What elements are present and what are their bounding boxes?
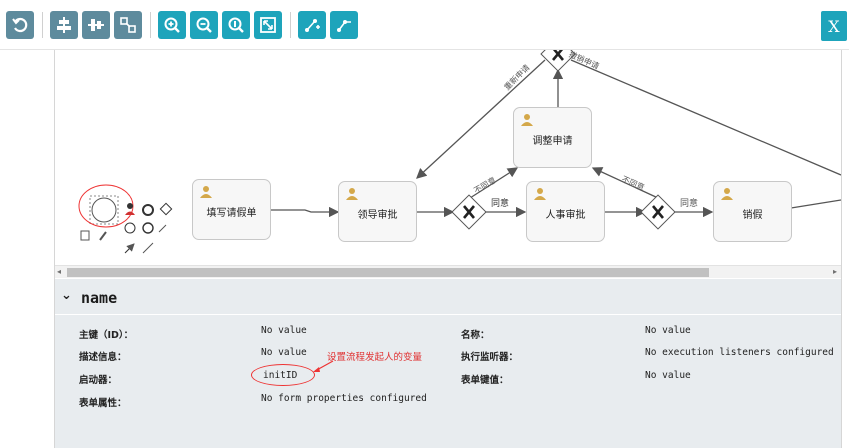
diagram-canvas[interactable]: 重新申请 撤销申请 不同意 同意 不同意 同意 填写请假单 领导审批 调整申请 … bbox=[55, 50, 841, 265]
annotation-link-icon[interactable] bbox=[158, 224, 167, 233]
zoom-out-button[interactable] bbox=[190, 11, 218, 39]
align-horizontal-button[interactable] bbox=[50, 11, 78, 39]
undo-icon bbox=[12, 17, 28, 33]
prop-value-formkey[interactable]: No value bbox=[645, 370, 691, 381]
gateway-icon[interactable] bbox=[159, 202, 173, 216]
prop-value-listeners[interactable]: No execution listeners configured bbox=[645, 347, 834, 358]
zoom-actual-button[interactable] bbox=[222, 11, 250, 39]
task-label: 人事审批 bbox=[545, 210, 586, 221]
zoom-in-icon bbox=[164, 17, 180, 33]
user-icon bbox=[534, 188, 546, 200]
start-event[interactable] bbox=[91, 197, 117, 223]
task-adjust-request[interactable]: 调整申请 bbox=[513, 107, 592, 168]
boundary-event-icon[interactable] bbox=[142, 222, 154, 234]
task-label: 调整申请 bbox=[532, 136, 573, 147]
annotation-arrow bbox=[313, 360, 334, 372]
align-vertical-icon bbox=[88, 19, 104, 31]
connector-icon[interactable] bbox=[124, 243, 135, 254]
exclusive-gateway-1[interactable] bbox=[451, 194, 487, 230]
undo-button[interactable] bbox=[6, 11, 34, 39]
diagram-connections bbox=[78, 50, 841, 254]
scroll-left-icon[interactable]: ◂ bbox=[57, 267, 62, 276]
flow-label-agree-2: 同意 bbox=[680, 199, 699, 209]
user-icon bbox=[521, 114, 533, 126]
properties-panel: ⌄ name 主键（ID）： No value 名称： No value 描述信… bbox=[55, 279, 841, 448]
user-icon bbox=[721, 188, 733, 200]
zoom-in-button[interactable] bbox=[158, 11, 186, 39]
same-size-icon bbox=[120, 17, 136, 33]
task-label: 领导审批 bbox=[357, 210, 398, 221]
align-horizontal-icon bbox=[57, 17, 71, 33]
properties-header[interactable]: ⌄ name bbox=[55, 279, 841, 315]
align-vertical-button[interactable] bbox=[82, 11, 110, 39]
selection-box bbox=[89, 195, 119, 225]
close-button[interactable]: X bbox=[821, 11, 847, 41]
task-hr-approve[interactable]: 人事审批 bbox=[526, 181, 605, 242]
toolbar-separator bbox=[42, 12, 43, 38]
association-icon[interactable] bbox=[142, 242, 154, 254]
user-task-body-icon bbox=[125, 211, 135, 215]
prop-key-formkey: 表单键值： bbox=[461, 375, 509, 386]
user-icon bbox=[200, 186, 212, 198]
bendpoint-add-button[interactable] bbox=[298, 11, 326, 39]
properties-title: name bbox=[81, 289, 118, 307]
task-label: 销假 bbox=[742, 210, 763, 221]
prop-key-initiator: 启动器： bbox=[79, 375, 118, 386]
zoom-fit-button[interactable] bbox=[254, 11, 282, 39]
annotation-text: 设置流程发起人的变量 bbox=[327, 352, 423, 363]
task-cancel-leave[interactable]: 销假 bbox=[713, 181, 792, 242]
intermediate-event-icon[interactable] bbox=[124, 222, 136, 234]
prop-key-formprops: 表单属性： bbox=[79, 398, 127, 409]
trash-icon[interactable] bbox=[80, 230, 90, 241]
prop-key-name: 名称： bbox=[461, 330, 490, 341]
horizontal-scrollbar[interactable]: ◂ ▸ bbox=[55, 265, 841, 278]
user-icon bbox=[346, 188, 358, 200]
toolbar-separator bbox=[290, 12, 291, 38]
user-task-icon[interactable] bbox=[127, 203, 133, 209]
scroll-right-icon[interactable]: ▸ bbox=[832, 267, 837, 276]
bendpoint-remove-icon bbox=[337, 20, 351, 32]
scrollbar-thumb[interactable] bbox=[67, 268, 709, 277]
annotation-ellipse-initiator bbox=[251, 364, 315, 386]
toolbar: X bbox=[0, 0, 849, 50]
right-panel-edge bbox=[841, 50, 849, 448]
flow-label-agree-1: 同意 bbox=[491, 199, 510, 209]
toolbar-separator bbox=[150, 12, 151, 38]
zoom-actual-icon bbox=[228, 17, 244, 33]
prop-value-name[interactable]: No value bbox=[645, 325, 691, 336]
task-leader-approve[interactable]: 领导审批 bbox=[338, 181, 417, 242]
zoom-out-icon bbox=[196, 17, 212, 33]
prop-value-formprops[interactable]: No form properties configured bbox=[261, 393, 427, 404]
chevron-down-icon[interactable]: ⌄ bbox=[61, 288, 72, 303]
bendpoint-add-icon bbox=[305, 19, 320, 32]
quick-menu bbox=[80, 202, 173, 254]
prop-key-description: 描述信息： bbox=[79, 352, 127, 363]
task-fill-leave[interactable]: 填写请假单 bbox=[192, 179, 271, 240]
bendpoint-remove-button[interactable] bbox=[330, 11, 358, 39]
prop-key-listeners: 执行监听器： bbox=[461, 352, 519, 363]
prop-key-id: 主键（ID）： bbox=[79, 330, 134, 341]
prop-value-description[interactable]: No value bbox=[261, 347, 307, 358]
task-label: 填写请假单 bbox=[206, 208, 257, 219]
prop-value-id[interactable]: No value bbox=[261, 325, 307, 336]
palette-panel bbox=[0, 50, 55, 448]
exclusive-gateway-3[interactable] bbox=[540, 50, 576, 72]
exclusive-gateway-2[interactable] bbox=[640, 194, 676, 230]
end-event-icon[interactable] bbox=[142, 204, 154, 216]
zoom-fit-icon bbox=[260, 17, 276, 33]
wrench-icon[interactable] bbox=[99, 231, 107, 241]
same-size-button[interactable] bbox=[114, 11, 142, 39]
